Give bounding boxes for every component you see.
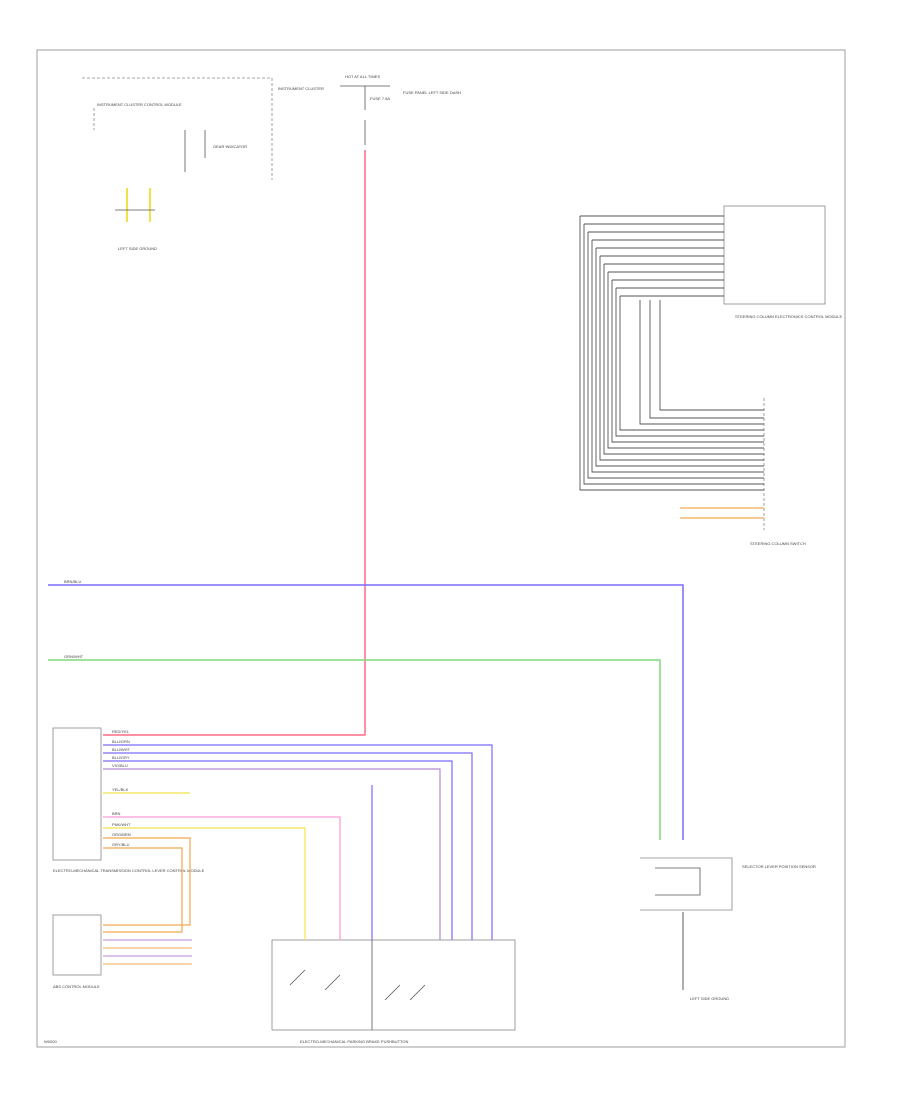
instrument-cluster-label: INSTRUMENT CLUSTER CONTROL MODULE bbox=[97, 102, 182, 107]
wire-brn bbox=[103, 816, 341, 940]
sensor-label: SELECTOR LEVER POSITION SENSOR bbox=[742, 864, 816, 869]
tcm-label: ELECTRO-MECHANICAL TRANSMISSION CONTROL … bbox=[53, 868, 205, 873]
fuse-block: HOT AT ALL TIMES FUSE 7.5A FUSE PANEL LE… bbox=[340, 74, 461, 145]
wire-can-high-label: BRN/BLU bbox=[64, 579, 81, 584]
selector-module: ELECTRO-MECHANICAL PARKING BRAKE PUSHBUT… bbox=[271, 939, 516, 1044]
cluster-ground-label: LEFT SIDE GROUND bbox=[118, 246, 157, 251]
steering-module-label: STEERING COLUMN ELECTRONICS CONTROL MODU… bbox=[735, 314, 843, 319]
wire-blu1-label: BLU/GRN bbox=[112, 739, 130, 744]
wire-blu1 bbox=[103, 744, 493, 940]
fuse-hot-label: HOT AT ALL TIMES bbox=[345, 74, 380, 79]
wire-brn-label: BRN bbox=[112, 811, 121, 816]
sensor-module: SELECTOR LEVER POSITION SENSOR bbox=[640, 857, 816, 911]
fuse-label: FUSE 7.5A bbox=[370, 96, 390, 101]
wire-org bbox=[103, 837, 191, 926]
wire-blu3 bbox=[103, 760, 453, 940]
steering-switch-label: STEERING COLUMN SWITCH bbox=[750, 541, 806, 546]
steering-module: STEERING COLUMN ELECTRONICS CONTROL MODU… bbox=[723, 205, 843, 319]
wire-can-high bbox=[48, 584, 684, 840]
wire-gry-label: GRY/BLU bbox=[112, 842, 130, 847]
tcm-module: ELECTRO-MECHANICAL TRANSMISSION CONTROL … bbox=[52, 727, 205, 873]
wire-can-low-label: GRN/WHT bbox=[64, 654, 84, 659]
wire-pnk bbox=[103, 827, 306, 940]
wire-blu3-label: BLU/GRY bbox=[112, 755, 130, 760]
diagram-frame bbox=[36, 49, 846, 1048]
wire-vio-label: VIO/BLU bbox=[112, 763, 128, 768]
wire-vio bbox=[103, 768, 441, 940]
wire-blu2-label: BLU/WHT bbox=[112, 747, 131, 752]
footer-code: W0000 bbox=[44, 1039, 57, 1044]
wire-pnk-label: PNK/WHT bbox=[112, 822, 131, 827]
instrument-cluster: INSTRUMENT CLUSTER CONTROL MODULE INSTRU… bbox=[82, 77, 324, 251]
ground-label: LEFT SIDE GROUND bbox=[690, 996, 729, 1001]
wire-red bbox=[103, 150, 366, 736]
selector-label: ELECTRO-MECHANICAL PARKING BRAKE PUSHBUT… bbox=[300, 1039, 409, 1044]
steering-harness bbox=[579, 215, 764, 491]
wire-red-label: RED/YEL bbox=[112, 729, 130, 734]
gear-indicator-label: GEAR INDICATOR bbox=[213, 144, 247, 149]
wire-can-low bbox=[48, 659, 661, 840]
instrument-cluster-side-label: INSTRUMENT CLUSTER bbox=[278, 86, 324, 91]
fuse-side-label: FUSE PANEL LEFT SIDE DASH bbox=[403, 90, 461, 95]
abs-label: ABS CONTROL MODULE bbox=[53, 984, 100, 989]
wire-yel-label: YEL/BLK bbox=[112, 787, 129, 792]
wire-org-label: ORG/BRN bbox=[112, 832, 131, 837]
wire-gry bbox=[103, 847, 183, 933]
wire-blu2 bbox=[103, 752, 473, 940]
abs-module: ABS CONTROL MODULE bbox=[52, 914, 102, 989]
